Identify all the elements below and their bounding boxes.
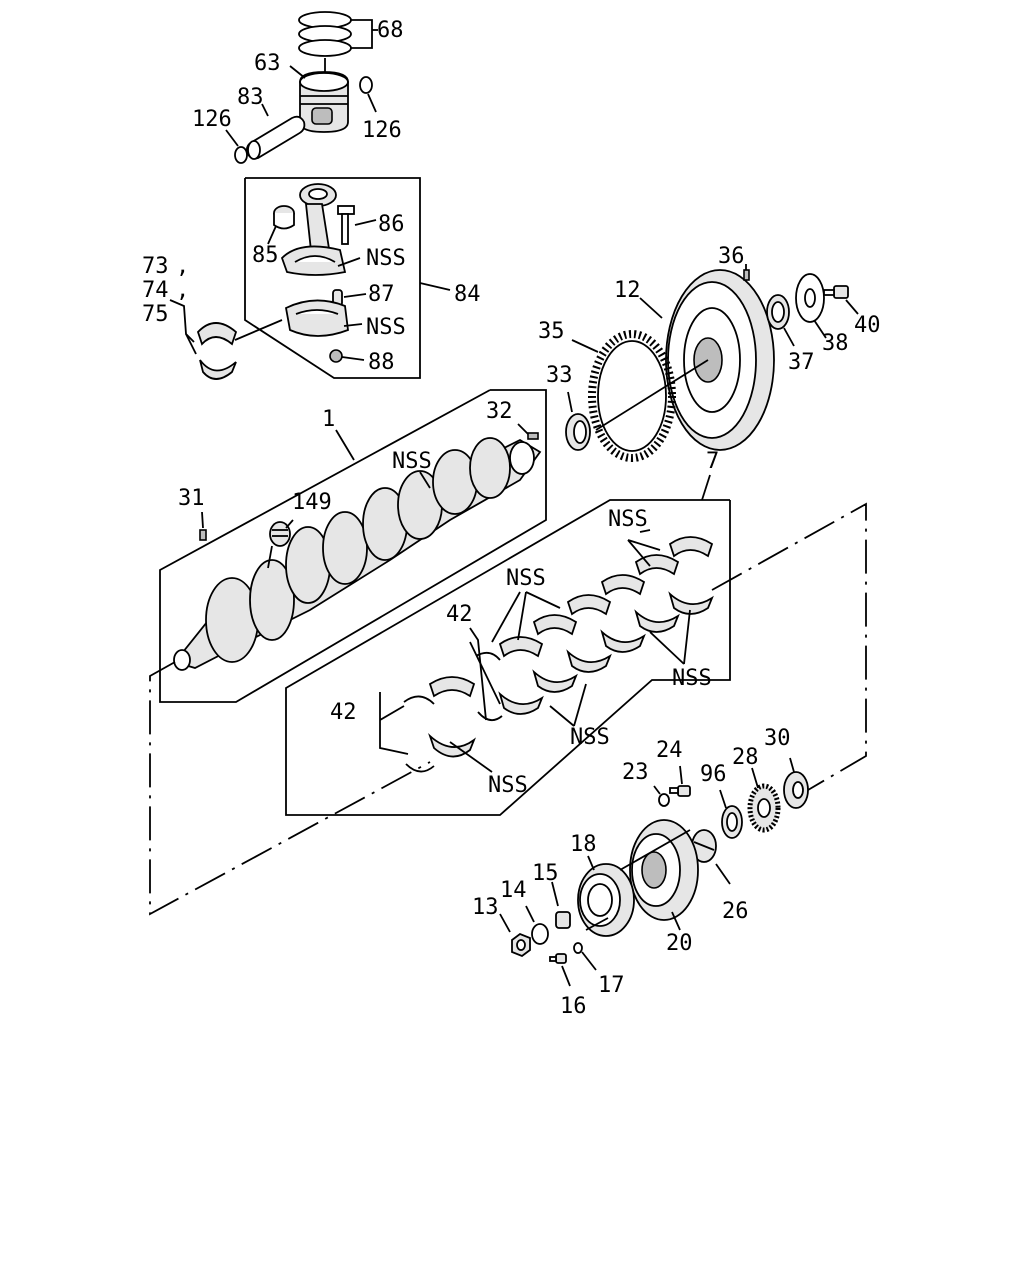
- piston-pin: [245, 115, 306, 160]
- label-nss-bearing-mid: NSS: [570, 725, 610, 750]
- label-nss-rod: NSS: [366, 246, 406, 271]
- small-washer: [573, 942, 583, 954]
- front-seal: [721, 805, 743, 839]
- label-17: 17: [598, 973, 625, 998]
- pilot-bearing: [766, 294, 790, 330]
- flywheel-pin: [743, 269, 750, 281]
- label-nss-bearing-upper: NSS: [506, 566, 546, 591]
- label-85: 85: [252, 243, 279, 268]
- snap-ring-left: [234, 146, 248, 164]
- flywheel: [665, 269, 775, 451]
- conrod-kit-bracket: [244, 177, 421, 379]
- label-83: 83: [237, 85, 264, 110]
- label-nss-bearing-right: NSS: [672, 666, 712, 691]
- main-bearing-bracket: [285, 499, 731, 816]
- part-labels: 68 63 83 126 126 86 85 NSS 87 84 NSS 88 …: [142, 18, 881, 1019]
- label-126-right: 126: [362, 118, 402, 143]
- label-15: 15: [532, 861, 559, 886]
- label-74: 74: [142, 278, 169, 303]
- label-63: 63: [254, 51, 281, 76]
- label-37: 37: [788, 350, 815, 375]
- crank-key-rear: [527, 432, 539, 440]
- crankshaft: [173, 437, 542, 671]
- label-13: 13: [472, 895, 499, 920]
- damper-hub: [691, 829, 717, 863]
- crank-front-bolt: [669, 785, 691, 797]
- main-bearing-shells: [428, 536, 714, 758]
- label-126-left: 126: [192, 107, 232, 132]
- label-73: 73: [142, 254, 169, 279]
- label-42-lower: 42: [330, 700, 357, 725]
- label-18: 18: [570, 832, 597, 857]
- label-42-upper: 42: [446, 602, 473, 627]
- snap-ring-right: [359, 76, 373, 94]
- label-36: 36: [718, 244, 745, 269]
- conrod-cap: [284, 299, 349, 337]
- crank-nut: [511, 932, 531, 958]
- crank-key-front: [199, 529, 207, 541]
- crank-damper: [629, 819, 699, 921]
- timing-gear: [747, 783, 781, 833]
- crankshaft-seal: [565, 413, 591, 451]
- thrust-washers: [403, 651, 503, 773]
- label-68: 68: [377, 18, 404, 43]
- ring-gear: [588, 330, 676, 462]
- label-nss-bearing-bottom: NSS: [488, 773, 528, 798]
- label-20: 20: [666, 931, 693, 956]
- label-28: 28: [732, 745, 759, 770]
- connecting-rod: [280, 183, 347, 276]
- conrod-nut: [329, 349, 343, 363]
- alignment-line-front: [149, 661, 431, 916]
- label-87: 87: [368, 282, 395, 307]
- label-149: 149: [292, 490, 332, 515]
- flywheel-bolt: [823, 285, 849, 299]
- conrod-bearing-shells: [196, 322, 238, 380]
- label-96: 96: [700, 762, 727, 787]
- label-nss-cap: NSS: [366, 315, 406, 340]
- conrod-bushing: [273, 205, 295, 230]
- flywheel-washer: [795, 273, 825, 323]
- label-30: 30: [764, 726, 791, 751]
- label-86: 86: [378, 212, 405, 237]
- comma-73: ,: [176, 254, 189, 279]
- crank-pulley: [577, 863, 635, 937]
- label-38: 38: [822, 331, 849, 356]
- crankshaft-bracket: [159, 389, 547, 703]
- crank-gear: [269, 521, 291, 547]
- label-26: 26: [722, 899, 749, 924]
- label-16: 16: [560, 994, 587, 1019]
- label-nss-bearing-top: NSS: [608, 507, 648, 532]
- bolt-washer: [658, 793, 670, 807]
- label-75: 75: [142, 302, 169, 327]
- label-7: 7: [706, 449, 719, 474]
- conrod-bolt: [337, 205, 355, 245]
- label-1: 1: [322, 407, 335, 432]
- label-23: 23: [622, 760, 649, 785]
- label-40: 40: [854, 313, 881, 338]
- piston-ring-set: [298, 11, 352, 57]
- label-84: 84: [454, 282, 481, 307]
- piston: [299, 71, 349, 133]
- comma-74: ,: [176, 278, 189, 303]
- label-12: 12: [614, 278, 641, 303]
- front-oil-slinger: [783, 771, 809, 809]
- label-88: 88: [368, 350, 395, 375]
- label-nss-crank: NSS: [392, 449, 432, 474]
- label-14: 14: [500, 878, 527, 903]
- pulley-spacer: [555, 911, 571, 929]
- label-32: 32: [486, 399, 513, 424]
- pulley-bolt: [549, 953, 567, 964]
- label-31: 31: [178, 486, 205, 511]
- label-35: 35: [538, 319, 565, 344]
- label-24: 24: [656, 738, 683, 763]
- label-33: 33: [546, 363, 573, 388]
- lock-washer: [531, 923, 549, 945]
